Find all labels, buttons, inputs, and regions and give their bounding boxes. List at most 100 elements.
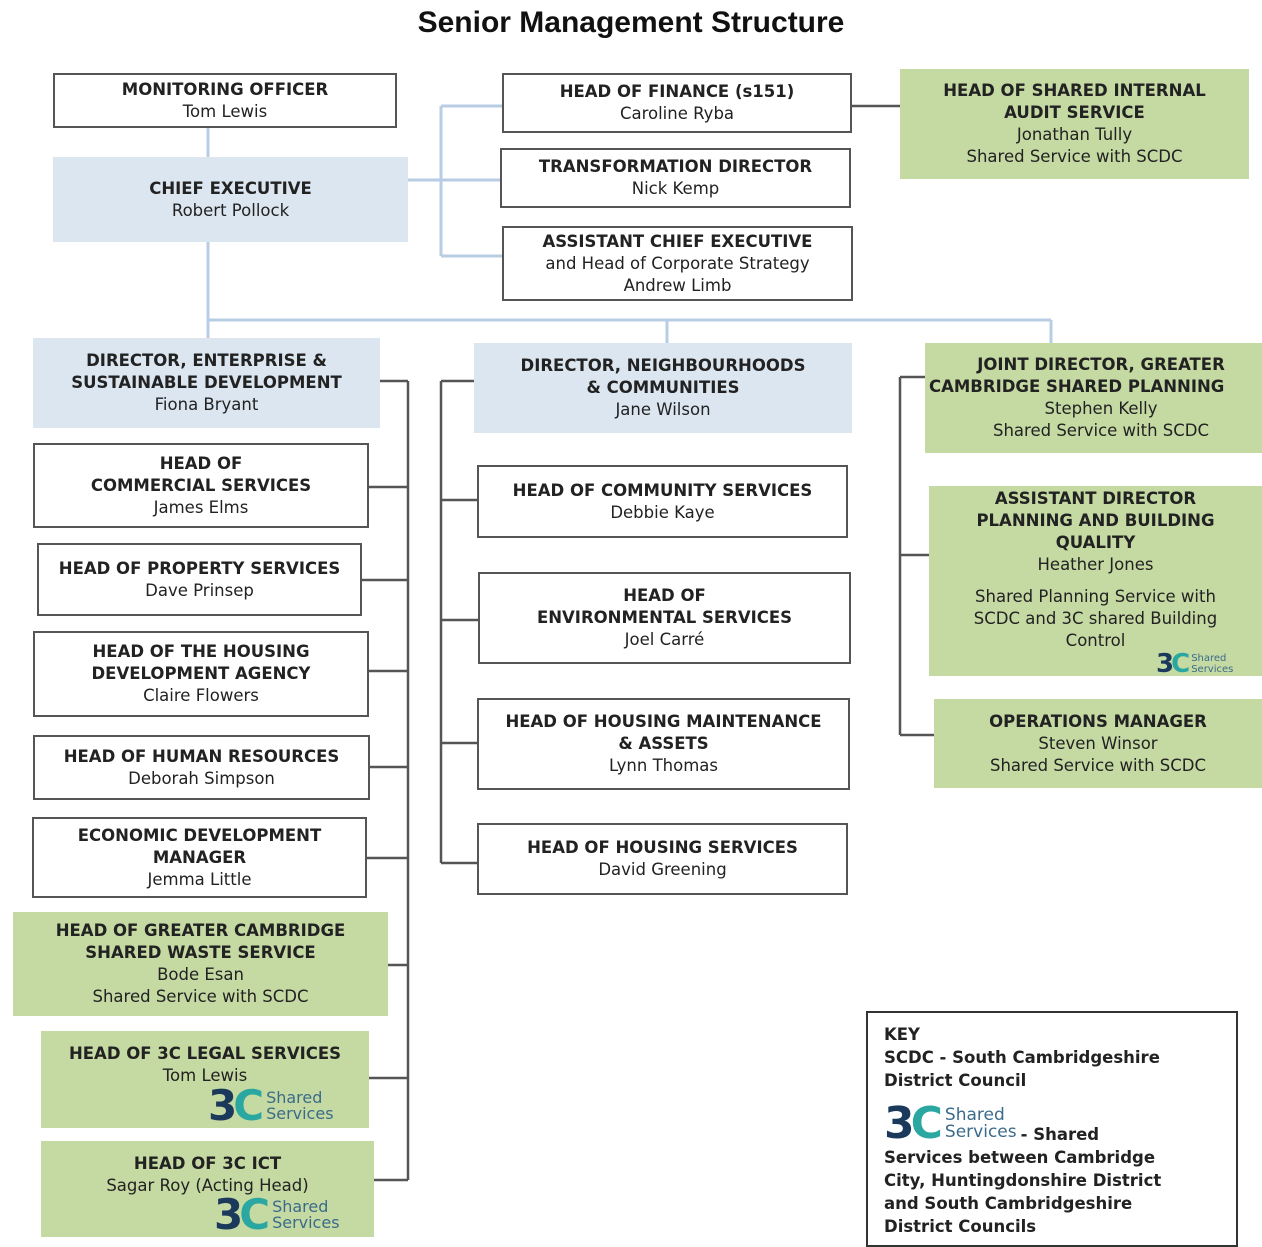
- planning-building-quality-box: ASSISTANT DIRECTOR PLANNING AND BUILDING…: [929, 486, 1262, 676]
- person-name: Lynn Thomas: [608, 756, 718, 775]
- key-text: City, Huntingdonshire District: [884, 1171, 1162, 1190]
- person-name: Deborah Simpson: [128, 768, 275, 788]
- person-name: Tom Lewis: [182, 101, 268, 121]
- role: CHIEF EXECUTIVE: [149, 178, 312, 198]
- role-subtitle: and Head of Corporate Strategy: [545, 253, 810, 273]
- person-name: Steven Winsor: [1038, 733, 1158, 753]
- key-text: District Council: [884, 1071, 1027, 1090]
- role: HEAD OF SHARED INTERNAL: [943, 81, 1206, 100]
- role: PLANNING AND BUILDING: [976, 511, 1215, 530]
- person-name: Heather Jones: [1037, 555, 1154, 574]
- economic-development-box: ECONOMIC DEVELOPMENT MANAGER Jemma Littl…: [32, 817, 367, 898]
- head-environmental-services-box: HEAD OF ENVIRONMENTAL SERVICES Joel Carr…: [478, 572, 851, 664]
- head-housing-services-box: HEAD OF HOUSING SERVICES David Greening: [477, 823, 848, 895]
- key-text: District Councils: [884, 1217, 1037, 1236]
- 3c-logo-mark: 3C: [214, 1190, 270, 1239]
- head-human-resources-box: HEAD OF HUMAN RESOURCES Deborah Simpson: [33, 735, 370, 800]
- person-name: Claire Flowers: [143, 686, 259, 705]
- person-name: Andrew Limb: [623, 275, 732, 295]
- head-property-services-box: HEAD OF PROPERTY SERVICES Dave Prinsep: [37, 543, 362, 616]
- role: COMMERCIAL SERVICES: [90, 475, 312, 495]
- logo-text: Shared: [266, 1088, 323, 1107]
- person-name: Stephen Kelly: [1044, 399, 1158, 418]
- 3c-logo-mark: 3C: [208, 1081, 264, 1130]
- legend-key-box: KEY SCDC - South Cambridgeshire District…: [866, 1011, 1238, 1247]
- role: HEAD OF FINANCE (s151): [559, 82, 795, 101]
- monitoring-officer-box: MONITORING OFFICER Tom Lewis: [53, 73, 397, 128]
- assistant-chief-executive-box: ASSISTANT CHIEF EXECUTIVE and Head of Co…: [502, 226, 853, 301]
- head-of-finance-box: HEAD OF FINANCE (s151) Caroline Ryba: [502, 73, 852, 133]
- note: Control: [1065, 631, 1126, 650]
- role: TRANSFORMATION DIRECTOR: [538, 157, 813, 176]
- key-text: Services between Cambridge: [884, 1148, 1156, 1167]
- 3c-shared-services-logo: 3C Shared Services: [884, 1102, 1017, 1146]
- person-name: Caroline Ryba: [619, 104, 735, 123]
- internal-audit-box: HEAD OF SHARED INTERNAL AUDIT SERVICE Jo…: [900, 69, 1249, 179]
- role: JOINT DIRECTOR, GREATER: [977, 355, 1225, 374]
- role: HEAD OF GREATER CAMBRIDGE: [55, 921, 346, 940]
- person-name: Fiona Bryant: [154, 395, 259, 414]
- role: DIRECTOR, ENTERPRISE &: [86, 351, 327, 370]
- note: Shared Service with SCDC: [92, 987, 309, 1006]
- role: DEVELOPMENT AGENCY: [91, 664, 311, 683]
- note: Shared Service with SCDC: [966, 147, 1183, 166]
- 3c-shared-services-logo: 3C Shared Services: [214, 1194, 340, 1236]
- head-3c-legal-box: HEAD OF 3C LEGAL SERVICES Tom Lewis: [41, 1031, 369, 1128]
- chief-executive-box: CHIEF EXECUTIVE Robert Pollock: [53, 157, 408, 242]
- person-name: Joel Carré: [624, 630, 705, 649]
- role: OPERATIONS MANAGER: [989, 711, 1207, 731]
- logo-text: Shared: [272, 1197, 329, 1216]
- role: HEAD OF: [159, 453, 243, 473]
- role: HEAD OF THE HOUSING: [92, 642, 310, 661]
- person-name: David Greening: [598, 860, 727, 879]
- logo-text: Services: [1191, 664, 1234, 675]
- note: SCDC and 3C shared Building: [973, 609, 1218, 628]
- director-neighbourhoods-box: DIRECTOR, NEIGHBOURHOODS & COMMUNITIES J…: [474, 343, 852, 433]
- person-name: Tom Lewis: [162, 1066, 248, 1085]
- logo-text: Services: [272, 1213, 340, 1232]
- role: DIRECTOR, NEIGHBOURHOODS: [520, 356, 806, 375]
- role: HEAD OF HOUSING SERVICES: [527, 838, 798, 857]
- 3c-logo-mark: 3C: [884, 1098, 943, 1149]
- person-name: Jonathan Tully: [1016, 125, 1133, 144]
- 3c-shared-services-logo: 3C Shared Services: [208, 1085, 334, 1127]
- role: ENVIRONMENTAL SERVICES: [536, 608, 793, 627]
- role: QUALITY: [1055, 533, 1136, 552]
- role: AUDIT SERVICE: [1004, 103, 1145, 122]
- note: Shared Planning Service with: [975, 587, 1216, 606]
- key-text: and South Cambridgeshire: [884, 1194, 1133, 1213]
- role: HEAD OF HOUSING MAINTENANCE: [505, 712, 822, 731]
- person-name: James Elms: [153, 497, 249, 517]
- role: HEAD OF 3C LEGAL SERVICES: [68, 1044, 342, 1063]
- person-name: Robert Pollock: [171, 200, 290, 220]
- role: HEAD OF COMMUNITY SERVICES: [512, 480, 813, 500]
- joint-director-planning-box: JOINT DIRECTOR, GREATER CAMBRIDGE SHARED…: [925, 343, 1262, 453]
- transformation-director-box: TRANSFORMATION DIRECTOR Nick Kemp: [500, 148, 851, 208]
- person-name: Debbie Kaye: [610, 502, 715, 522]
- person-name: Bode Esan: [157, 965, 244, 984]
- person-name: Dave Prinsep: [145, 580, 254, 600]
- logo-text: Shared: [1191, 653, 1227, 664]
- role: MONITORING OFFICER: [121, 79, 329, 99]
- role: HEAD OF 3C ICT: [133, 1154, 282, 1173]
- person-name: Sagar Roy (Acting Head): [106, 1176, 309, 1195]
- key-heading: KEY: [884, 1025, 921, 1044]
- role: SUSTAINABLE DEVELOPMENT: [71, 373, 342, 392]
- role: & ASSETS: [618, 734, 709, 753]
- head-3c-ict-box: HEAD OF 3C ICT Sagar Roy (Acting Head): [41, 1141, 374, 1237]
- logo-text: Shared: [944, 1105, 1005, 1125]
- role: ASSISTANT CHIEF EXECUTIVE: [542, 231, 813, 251]
- page-title: Senior Management Structure: [417, 6, 845, 39]
- role: HEAD OF HUMAN RESOURCES: [63, 746, 340, 766]
- role: HEAD OF PROPERTY SERVICES: [58, 558, 341, 578]
- 3c-shared-services-logo: 3C Shared Services: [1156, 651, 1233, 677]
- director-enterprise-box: DIRECTOR, ENTERPRISE & SUSTAINABLE DEVEL…: [33, 338, 380, 428]
- role: & COMMUNITIES: [586, 378, 740, 397]
- 3c-logo-mark: 3C: [1156, 649, 1190, 679]
- logo-text: Services: [266, 1104, 334, 1123]
- logo-text: Services: [944, 1122, 1017, 1142]
- head-housing-maintenance-box: HEAD OF HOUSING MAINTENANCE & ASSETS Lyn…: [477, 698, 850, 790]
- key-text: - Shared: [1020, 1125, 1100, 1144]
- role: ECONOMIC DEVELOPMENT: [77, 825, 322, 845]
